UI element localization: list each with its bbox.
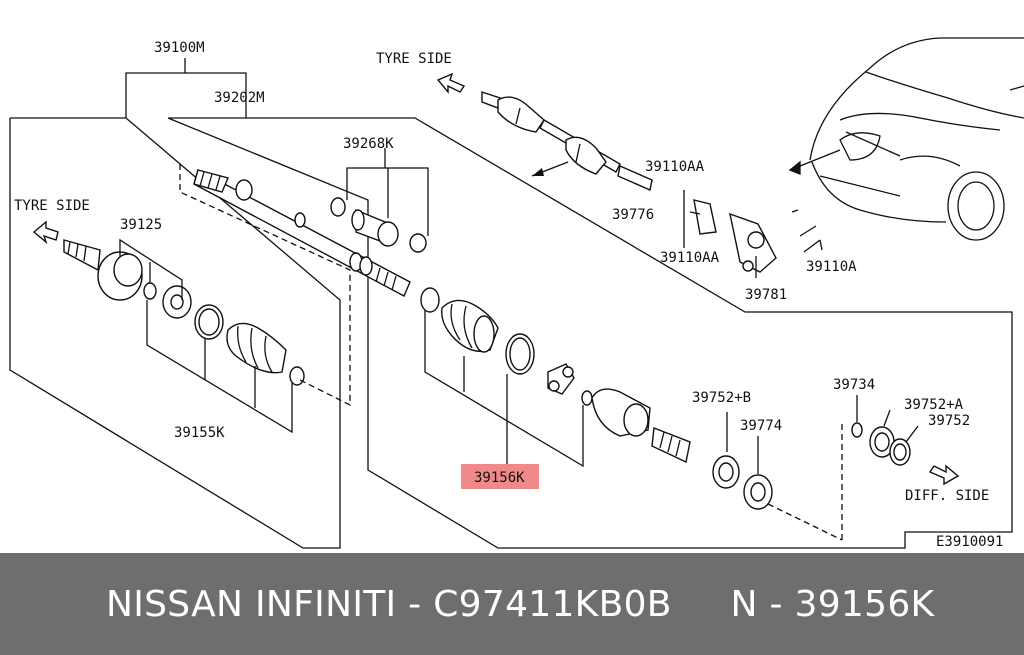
car-outline [788, 37, 1024, 241]
bearings [712, 395, 919, 510]
diff-side-arrow-icon [928, 464, 960, 486]
label-39752: 39752 [928, 413, 970, 429]
leaders-left [119, 238, 293, 434]
tyre-side-arrow-top-icon [436, 72, 466, 94]
label-39781: 39781 [745, 287, 787, 303]
label-39734: 39734 [833, 377, 875, 393]
label-39156K: 39156K [474, 470, 525, 486]
label-39110AA-top: 39110AA [645, 159, 705, 175]
label-39268K: 39268K [343, 136, 394, 152]
label-diff-side: DIFF. SIDE [905, 488, 989, 504]
part-info-banner: NISSAN INFINITI - C97411KB0B N - 39156K [0, 553, 1024, 655]
label-39110AA-bottom: 39110AA [660, 250, 720, 266]
tyre-side-arrow-left-icon [32, 220, 59, 245]
label-tyre-side-top: TYRE SIDE [376, 51, 452, 67]
left-assembly [63, 239, 305, 386]
kit-39268K [330, 148, 429, 253]
label-39125: 39125 [120, 217, 162, 233]
inner-joint [547, 363, 691, 464]
highlight-39156K [461, 464, 539, 489]
label-39752A: 39752+A [904, 397, 964, 413]
part-info-text: NISSAN INFINITI - C97411KB0B N - 39156K [106, 583, 935, 625]
top-driveshaft [481, 91, 653, 191]
drawing-code: E3910091 [936, 534, 1003, 550]
label-39752B: 39752+B [692, 390, 751, 406]
center-shaft [193, 168, 411, 297]
label-tyre-side-left: TYRE SIDE [14, 198, 90, 214]
label-39100M: 39100M [154, 40, 205, 56]
kit-39156K [420, 287, 593, 468]
frame-lines [9, 58, 1013, 549]
label-39774: 39774 [740, 418, 782, 434]
label-39110A: 39110A [806, 259, 857, 275]
dashed-guides [179, 162, 843, 541]
label-39776: 39776 [612, 207, 654, 223]
labels: 39100M 39202M 39268K 39125 39155K 39156K… [14, 40, 1003, 550]
label-39202M: 39202M [214, 90, 265, 106]
label-39155K: 39155K [174, 425, 225, 441]
bracket-assembly [683, 190, 823, 278]
direction-arrows [32, 72, 960, 486]
parts-diagram: 39100M 39202M 39268K 39125 39155K 39156K… [9, 37, 1024, 550]
